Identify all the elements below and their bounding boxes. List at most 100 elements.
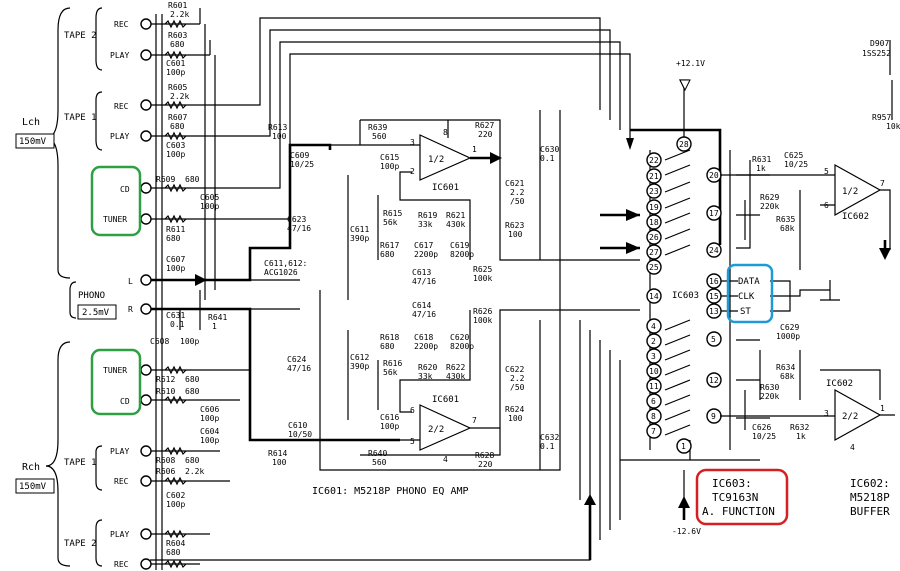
svg-text:10/25: 10/25: [290, 160, 314, 169]
svg-text:100: 100: [508, 230, 523, 239]
svg-text:6: 6: [410, 406, 415, 415]
svg-text:C622: C622: [505, 365, 524, 374]
buffer-amp: 1/2 IC602 5 6 7 2/2 IC602 3 4 1: [720, 40, 895, 452]
svg-text:R611: R611: [166, 225, 185, 234]
svg-text:3: 3: [651, 352, 656, 361]
svg-text:7: 7: [651, 427, 656, 436]
ic603-caption-title: IC603:: [712, 477, 752, 490]
svg-text:5: 5: [824, 167, 829, 176]
svg-text:2200p: 2200p: [414, 250, 438, 259]
svg-text:100p: 100p: [380, 422, 399, 431]
svg-text:220: 220: [478, 460, 493, 469]
svg-text:680: 680: [166, 234, 181, 243]
level-boxes: [15, 133, 117, 494]
svg-text:R613: R613: [268, 123, 287, 132]
svg-text:/50: /50: [510, 383, 525, 392]
svg-text:1/2: 1/2: [428, 155, 444, 165]
svg-text:R632: R632: [790, 423, 809, 432]
svg-text:C619: C619: [450, 241, 469, 250]
svg-text:C603: C603: [166, 141, 185, 150]
svg-text:C615: C615: [380, 153, 399, 162]
label-tuner-bot: TUNER: [103, 366, 127, 375]
svg-text:+12.1V: +12.1V: [676, 59, 705, 68]
svg-text:/50: /50: [510, 197, 525, 206]
label-play-3: PLAY: [110, 447, 129, 456]
svg-text:680: 680: [185, 375, 200, 384]
svg-text:R622: R622: [446, 363, 465, 372]
svg-text:680: 680: [185, 175, 200, 184]
svg-text:20: 20: [709, 171, 719, 180]
svg-text:18: 18: [649, 218, 659, 227]
svg-text:C617: C617: [414, 241, 433, 250]
svg-text:1SS252: 1SS252: [862, 49, 891, 58]
svg-text:R640: R640: [368, 449, 387, 458]
svg-text:220k: 220k: [760, 202, 779, 211]
svg-text:33k: 33k: [418, 372, 433, 381]
svg-text:R623: R623: [505, 221, 524, 230]
svg-text:R625: R625: [473, 265, 492, 274]
svg-text:-12.6V: -12.6V: [672, 527, 701, 536]
ic601-caption: IC601: M5218P PHONO EQ AMP: [312, 486, 469, 497]
svg-text:IC601: IC601: [432, 183, 459, 193]
svg-text:R641: R641: [208, 313, 227, 322]
svg-text:IC602: IC602: [826, 379, 853, 389]
svg-text:100p: 100p: [166, 150, 185, 159]
svg-text:3: 3: [410, 138, 415, 147]
svg-text:R618: R618: [380, 333, 399, 342]
svg-text:10k: 10k: [886, 122, 900, 131]
label-rec-3: REC: [114, 477, 129, 486]
svg-text:100p: 100p: [180, 337, 199, 346]
svg-text:R612: R612: [156, 375, 175, 384]
svg-text:68k: 68k: [780, 372, 795, 381]
svg-text:100p: 100p: [166, 264, 185, 273]
svg-text:14: 14: [649, 292, 659, 301]
svg-text:R616: R616: [383, 359, 402, 368]
svg-text:C618: C618: [414, 333, 433, 342]
highlight-data-clk-st: [726, 263, 774, 324]
svg-text:C601: C601: [166, 59, 185, 68]
svg-text:1: 1: [681, 442, 686, 451]
svg-text:12: 12: [709, 376, 719, 385]
label-play-1: PLAY: [110, 51, 129, 60]
svg-text:R614: R614: [268, 449, 287, 458]
svg-text:390p: 390p: [350, 234, 369, 243]
svg-text:100p: 100p: [200, 414, 219, 423]
svg-text:23: 23: [649, 187, 659, 196]
svg-text:R610: R610: [156, 387, 175, 396]
svg-text:R609: R609: [156, 175, 175, 184]
svg-text:47/16: 47/16: [412, 310, 436, 319]
svg-text:C607: C607: [166, 255, 185, 264]
svg-text:ACG1026: ACG1026: [264, 268, 298, 277]
svg-text:R639: R639: [368, 123, 387, 132]
svg-text:22: 22: [649, 156, 659, 165]
input-jacks: [140, 18, 152, 570]
svg-text:2.2k: 2.2k: [185, 467, 204, 476]
svg-text:C626: C626: [752, 423, 771, 432]
svg-text:C614: C614: [412, 301, 431, 310]
label-tape2-top: TAPE 2: [64, 31, 97, 41]
svg-text:ST: ST: [740, 307, 751, 317]
svg-text:C606: C606: [200, 405, 219, 414]
svg-text:2.2k: 2.2k: [170, 92, 189, 101]
svg-text:33k: 33k: [418, 220, 433, 229]
svg-text:220: 220: [478, 130, 493, 139]
svg-text:7: 7: [880, 179, 885, 188]
svg-text:R627: R627: [475, 121, 494, 130]
svg-text:C605: C605: [200, 193, 219, 202]
svg-text:D907: D907: [870, 39, 889, 48]
svg-text:100: 100: [272, 132, 287, 141]
label-tuner-top: TUNER: [103, 215, 127, 224]
svg-text:26: 26: [649, 233, 659, 242]
svg-text:56k: 56k: [383, 218, 398, 227]
svg-text:IC603: IC603: [672, 291, 699, 301]
svg-text:47/16: 47/16: [287, 224, 311, 233]
label-play-4: PLAY: [110, 530, 129, 539]
svg-text:47/16: 47/16: [287, 364, 311, 373]
svg-text:R635: R635: [776, 215, 795, 224]
svg-text:220k: 220k: [760, 392, 779, 401]
ic603-caption-part: TC9163N: [712, 491, 758, 504]
svg-text:1000p: 1000p: [776, 332, 800, 341]
svg-text:8: 8: [443, 128, 448, 137]
phono-eq-amp: 1/2 IC601 3 2 8 1 2/2 IC601 6 5 7 4: [319, 110, 640, 471]
